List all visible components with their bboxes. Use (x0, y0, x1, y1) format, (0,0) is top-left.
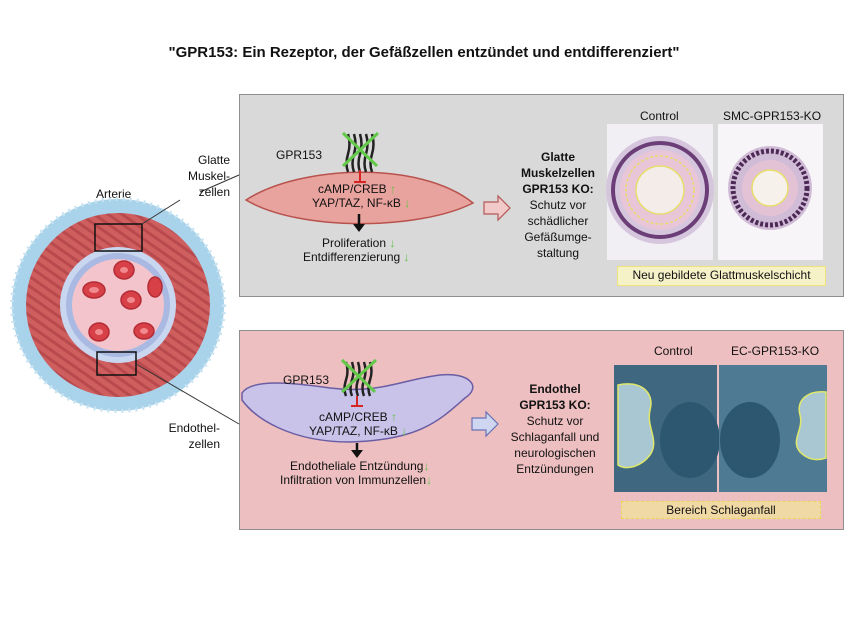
up-arrow-icon (391, 410, 397, 424)
smc-signal-1: cAMP/CREB (318, 181, 396, 197)
ec-ko-text-4: Entzündungen (516, 462, 594, 476)
ec-ko-text-2: Schlaganfall und (510, 430, 600, 444)
smc-label-line-3: zellen (198, 185, 230, 199)
knockout-cross-icon (340, 358, 378, 394)
smc-signal-1-text: cAMP/CREB (318, 182, 387, 196)
ec-cell-shape (241, 373, 474, 443)
ec-receptor-label: GPR153 (283, 373, 330, 387)
endothel-label-line-2: zellen (188, 437, 220, 451)
ec-outcome-2-text: Infiltration von Immunzellen (280, 473, 427, 487)
down-arrow-icon (426, 473, 432, 487)
ec-outcome-2: Infiltration von Immunzellen (280, 472, 432, 488)
smc-result-arrow (483, 194, 511, 222)
smc-signal-2: YAP/TAZ, NF-κB (312, 195, 410, 211)
smc-label-line-1: Glatte (197, 153, 230, 167)
ec-ko-text-1: Schutz vor (526, 414, 584, 428)
ec-outcome-1-text: Endotheliale Entzündung (290, 459, 424, 473)
ec-ko-title-2: GPR153 KO: (519, 398, 591, 412)
down-arrow-icon (401, 424, 407, 438)
ec-control-label: Control (654, 344, 693, 358)
smc-legend: Neu gebildete Glattmuskelschicht (617, 266, 826, 286)
ec-signal-2: YAP/TAZ, NF-κB (309, 423, 407, 439)
smc-ko-text-3: Gefäßumge- (524, 230, 592, 244)
smc-highlight-box (94, 223, 143, 252)
ec-ko-text-3: neurologischen (514, 446, 596, 460)
smc-label-line-2: Muskel- (187, 169, 230, 183)
ec-legend: Bereich Schlaganfall (621, 501, 821, 519)
smc-ko-title-3: GPR153 KO: (522, 182, 594, 196)
smc-label: Glatte Muskel- zellen (160, 152, 230, 200)
receptor-icon (343, 361, 373, 397)
up-arrow-icon (390, 182, 396, 196)
smc-cell-shape (244, 171, 475, 225)
smc-outcome-2-text: Entdifferenzierung (303, 250, 401, 264)
smc-ko-text-2: schädlicher (527, 214, 589, 228)
smc-signal-2-text: YAP/TAZ, NF-κB (312, 196, 401, 210)
smc-ko-text-4: staltung (536, 246, 580, 260)
down-arrow-icon (423, 459, 429, 473)
smc-receptor-label: GPR153 (276, 148, 323, 162)
smc-control-label: Control (640, 109, 679, 123)
ec-signal-1: cAMP/CREB (319, 409, 397, 425)
ec-outcome-1: Endotheliale Entzündung (290, 458, 429, 474)
endothel-highlight-box (96, 351, 137, 376)
smc-ko-title-1: Glatte (540, 150, 575, 164)
ec-ko-title-1: Endothel (529, 382, 581, 396)
ec-result-arrow (471, 410, 499, 438)
ec-signal-1-text: cAMP/CREB (319, 410, 388, 424)
figure-title: "GPR153: Ein Rezeptor, der Gefäßzellen e… (168, 44, 680, 61)
down-arrow-icon (404, 196, 410, 210)
smc-ko-title-2: Muskelzellen (520, 166, 596, 180)
ec-signal-2-text: YAP/TAZ, NF-κB (309, 424, 398, 438)
smc-outcome-2: Entdifferenzierung (303, 249, 410, 265)
knockout-cross-icon (341, 131, 380, 168)
down-arrow-icon (389, 236, 395, 250)
ec-ko-label: EC-GPR153-KO (731, 344, 820, 358)
smc-outcome-1-text: Proliferation (322, 236, 387, 250)
smc-ko-text-1: Schutz vor (529, 198, 587, 212)
endothel-label-line-1: Endothel- (168, 421, 220, 435)
smc-outcome-1: Proliferation (322, 235, 395, 251)
endothel-label: Endothel- zellen (150, 420, 220, 452)
ec-ko-summary: Endothel GPR153 KO: Schutz vor Schlaganf… (500, 381, 610, 477)
smc-ko-label: SMC-GPR153-KO (723, 109, 822, 123)
down-arrow-icon (404, 250, 410, 264)
smc-ko-summary: Glatte Muskelzellen GPR153 KO: Schutz vo… (512, 149, 604, 261)
artery-label: Arterie (96, 187, 132, 201)
